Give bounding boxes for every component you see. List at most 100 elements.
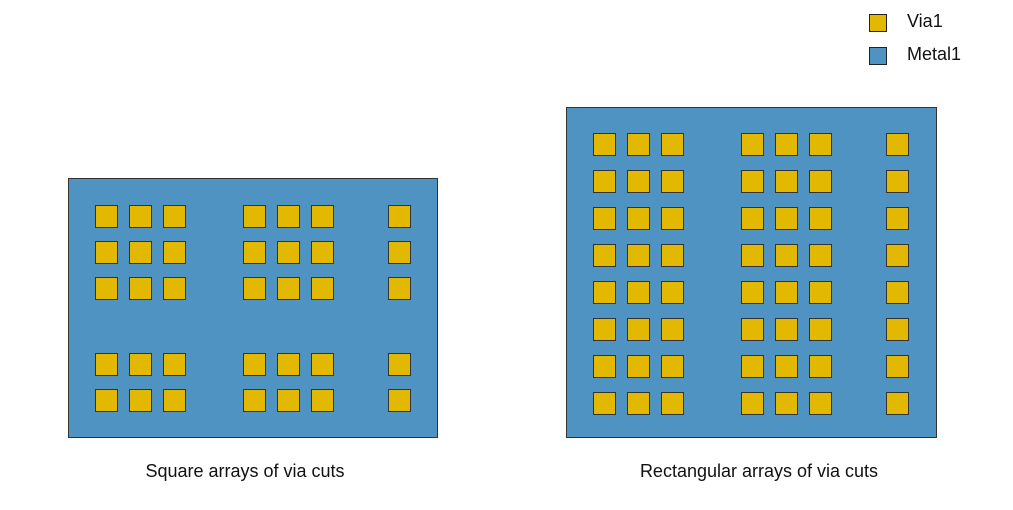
via-cut bbox=[627, 281, 650, 304]
via-cut bbox=[277, 241, 300, 264]
via-cut bbox=[627, 133, 650, 156]
via-cut bbox=[388, 277, 411, 300]
via-cut bbox=[277, 389, 300, 412]
metal1-plate-square bbox=[68, 178, 438, 438]
via-cut bbox=[809, 392, 832, 415]
via-cut bbox=[886, 281, 909, 304]
via-cut bbox=[129, 353, 152, 376]
via-cut bbox=[661, 392, 684, 415]
via-cut bbox=[661, 170, 684, 193]
via-cut bbox=[886, 170, 909, 193]
via-cut bbox=[627, 244, 650, 267]
via-cut bbox=[95, 389, 118, 412]
via-cut bbox=[388, 389, 411, 412]
via-cut bbox=[775, 244, 798, 267]
via-cut bbox=[129, 277, 152, 300]
via-cut bbox=[277, 353, 300, 376]
via-cut bbox=[129, 241, 152, 264]
via-cut bbox=[311, 205, 334, 228]
via-cut bbox=[741, 281, 764, 304]
via-cut bbox=[95, 277, 118, 300]
via-cut bbox=[886, 392, 909, 415]
via-cut bbox=[593, 170, 616, 193]
legend-label-metal1: Metal1 bbox=[907, 44, 962, 64]
via-cut bbox=[593, 244, 616, 267]
via-cut bbox=[809, 207, 832, 230]
via-cut bbox=[95, 353, 118, 376]
via-cut bbox=[593, 318, 616, 341]
via-cut bbox=[163, 389, 186, 412]
via-cut bbox=[388, 241, 411, 264]
via-cut bbox=[741, 392, 764, 415]
legend-label-via1: Via1 bbox=[907, 11, 943, 31]
via-cut bbox=[95, 241, 118, 264]
via-cut bbox=[661, 207, 684, 230]
via-cut bbox=[741, 355, 764, 378]
via-cut bbox=[593, 133, 616, 156]
metal1-swatch bbox=[869, 47, 887, 65]
caption-rectangular: Rectangular arrays of via cuts bbox=[639, 461, 879, 481]
via-cut bbox=[661, 281, 684, 304]
via-cut bbox=[311, 277, 334, 300]
via-cut bbox=[741, 318, 764, 341]
via-cut bbox=[661, 244, 684, 267]
via-cut bbox=[775, 133, 798, 156]
via-cut bbox=[775, 207, 798, 230]
via-cut bbox=[809, 318, 832, 341]
via-cut bbox=[627, 207, 650, 230]
via-cut bbox=[243, 353, 266, 376]
via-cut bbox=[886, 244, 909, 267]
via-cut bbox=[809, 133, 832, 156]
via-cut bbox=[775, 392, 798, 415]
via-cut bbox=[741, 244, 764, 267]
via-cut bbox=[129, 205, 152, 228]
legend: Via1 Metal1 bbox=[869, 11, 1009, 76]
via-cut bbox=[95, 205, 118, 228]
via-cut bbox=[163, 277, 186, 300]
via-cut bbox=[741, 133, 764, 156]
via-cut bbox=[593, 392, 616, 415]
legend-item-metal1: Metal1 bbox=[869, 44, 1009, 76]
via-cut bbox=[277, 277, 300, 300]
via-cut bbox=[627, 392, 650, 415]
via1-swatch bbox=[869, 14, 887, 32]
via-cut bbox=[886, 355, 909, 378]
via-cut bbox=[775, 318, 798, 341]
via-cut bbox=[593, 355, 616, 378]
via-cut bbox=[886, 133, 909, 156]
via-cut bbox=[243, 205, 266, 228]
via-cut bbox=[809, 281, 832, 304]
via-cut bbox=[809, 244, 832, 267]
via-cut bbox=[311, 389, 334, 412]
via-cut bbox=[243, 277, 266, 300]
via-cut bbox=[661, 318, 684, 341]
via-cut bbox=[627, 170, 650, 193]
via-cut bbox=[311, 353, 334, 376]
via-cut bbox=[129, 389, 152, 412]
via-cut bbox=[661, 355, 684, 378]
via-cut bbox=[627, 318, 650, 341]
via-cut bbox=[775, 170, 798, 193]
via-cut bbox=[809, 355, 832, 378]
via-cut bbox=[741, 170, 764, 193]
via-cut bbox=[593, 207, 616, 230]
via-cut bbox=[627, 355, 650, 378]
via-cut bbox=[886, 318, 909, 341]
via-cut bbox=[741, 207, 764, 230]
via-cut bbox=[809, 170, 832, 193]
via-cut bbox=[311, 241, 334, 264]
via-cut bbox=[388, 353, 411, 376]
via-cut bbox=[243, 389, 266, 412]
via-cut bbox=[593, 281, 616, 304]
via-cut bbox=[886, 207, 909, 230]
via-cut bbox=[775, 281, 798, 304]
via-cut bbox=[775, 355, 798, 378]
via-cut bbox=[388, 205, 411, 228]
via-cut bbox=[163, 353, 186, 376]
via-cut bbox=[277, 205, 300, 228]
legend-item-via1: Via1 bbox=[869, 11, 1009, 44]
via-cut bbox=[163, 241, 186, 264]
via-cut bbox=[661, 133, 684, 156]
via-cut bbox=[243, 241, 266, 264]
caption-square: Square arrays of via cuts bbox=[145, 461, 345, 481]
